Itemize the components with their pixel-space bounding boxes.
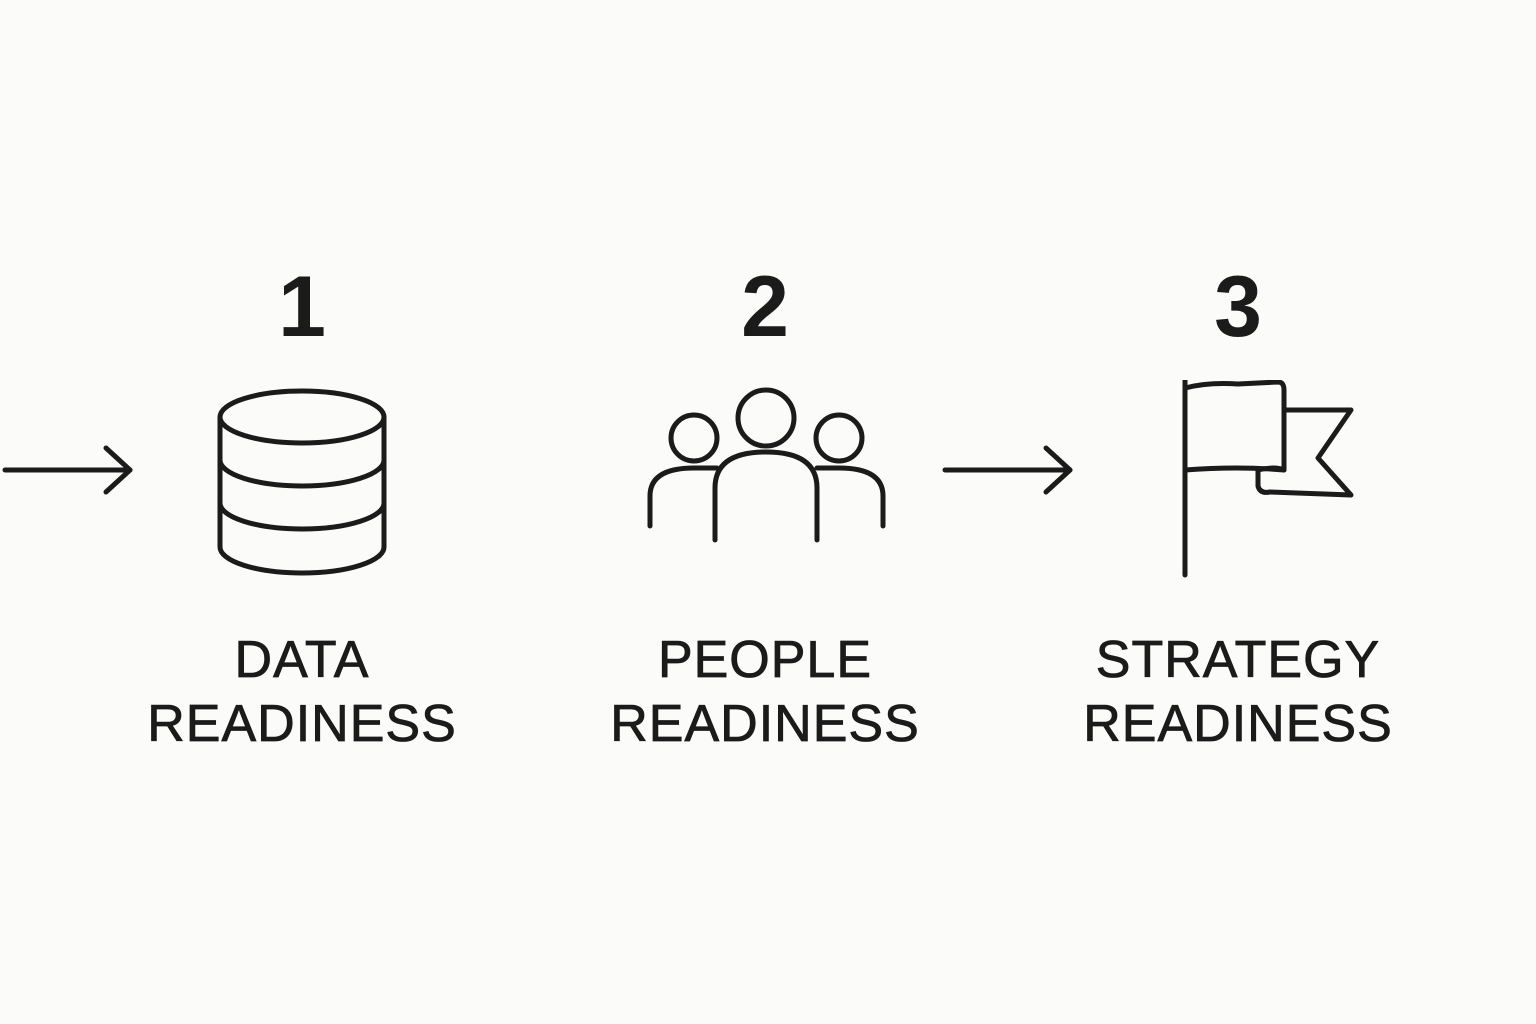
database-icon — [217, 388, 387, 576]
step-number: 3 — [1214, 259, 1262, 355]
step-label-line2: READINESS — [610, 695, 920, 754]
step-number: 2 — [741, 259, 789, 355]
step-strategy-readiness: 3 STRATEGY READINESS — [1028, 250, 1448, 756]
step-label: DATA READINESS — [147, 628, 457, 756]
step-label-line1: DATA — [234, 631, 370, 690]
step-data-readiness: 1 DATA READINESS — [92, 250, 512, 756]
step-label-line2: READINESS — [1083, 695, 1393, 754]
arrow-right-icon — [942, 445, 1073, 495]
step-label-line1: PEOPLE — [657, 631, 873, 690]
step-label-line1: STRATEGY — [1095, 631, 1381, 690]
step-people-readiness: 2 PEOPLE READINESS — [555, 250, 975, 756]
flag-icon — [1182, 380, 1354, 578]
step-number: 1 — [278, 259, 326, 355]
step-label: PEOPLE READINESS — [610, 628, 920, 756]
arrow-right-icon — [2, 445, 133, 495]
people-group-icon — [647, 387, 886, 543]
step-label-line2: READINESS — [147, 695, 457, 754]
step-label: STRATEGY READINESS — [1083, 628, 1393, 756]
